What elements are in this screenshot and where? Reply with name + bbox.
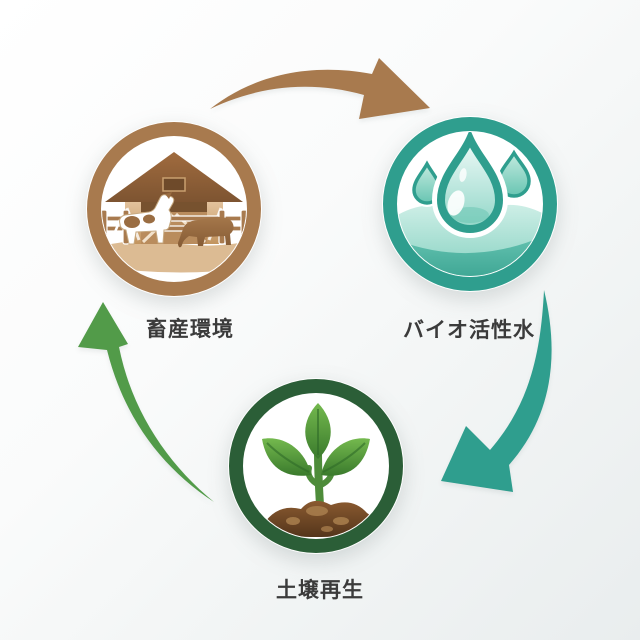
label-bio-active-water: バイオ活性水 bbox=[403, 319, 535, 342]
big-drop bbox=[431, 132, 509, 238]
sprout-soil-icon bbox=[262, 403, 375, 537]
barn-cattle-icon bbox=[102, 152, 246, 273]
node-soil-regeneration bbox=[221, 371, 411, 561]
small-drop-right bbox=[494, 145, 534, 200]
label-livestock-environment: 畜産環境 bbox=[146, 318, 234, 341]
cow-grazing bbox=[178, 216, 234, 248]
arrow-soil-to-livestock bbox=[78, 302, 214, 502]
node-bio-active-water bbox=[375, 109, 565, 299]
label-soil-regeneration: 土壌再生 bbox=[276, 579, 364, 602]
node-livestock-environment bbox=[79, 114, 269, 304]
cow-standing bbox=[113, 192, 175, 245]
arrow-water-to-soil bbox=[441, 290, 552, 492]
arrow-livestock-to-water bbox=[210, 58, 430, 119]
